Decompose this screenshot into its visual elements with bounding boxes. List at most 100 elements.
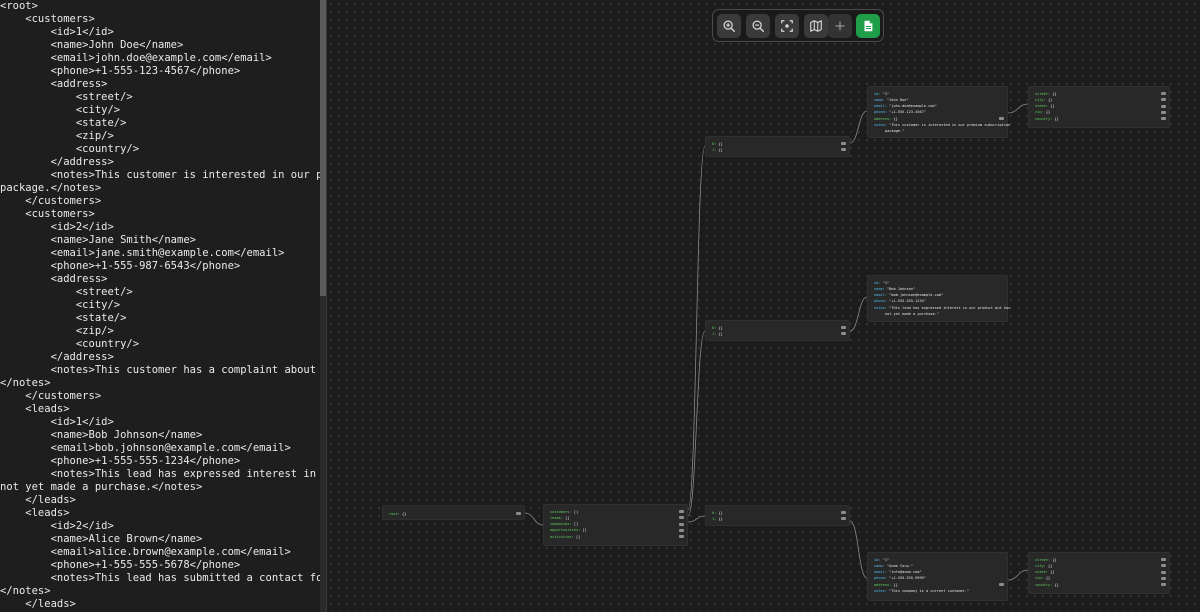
node-customers-array[interactable]: 0: {}1: {} [705,136,850,157]
code-line: <city/> [0,104,121,116]
code-line: <phone>+1-555-555-5678</phone> [0,559,241,571]
expand-toggle-icon[interactable] [679,516,684,520]
focus-icon [781,20,793,32]
graph-edge [1007,569,1029,581]
node-value: {} [718,141,723,146]
node-key: 0 [712,325,715,330]
expand-toggle-icon[interactable] [841,326,846,329]
expand-toggle-icon[interactable] [999,583,1004,587]
node-key: country [1035,116,1051,121]
node-row: 1: {} [712,331,723,336]
code-line: <name>Alice Brown</name> [0,533,203,545]
node-key: email [874,104,885,109]
node-root[interactable]: root: {} [382,505,525,520]
code-line: </address> [0,351,114,363]
node-value: "1" [882,557,890,562]
node-row: companies: [] [550,522,579,527]
add-node-button[interactable] [828,14,852,38]
expand-toggle-icon[interactable] [841,148,846,152]
minimap-button[interactable] [804,14,828,38]
node-lead-1[interactable]: id: "1"name: "Bob Johnson"email: "bob.jo… [867,275,1011,322]
node-key: id [874,280,879,285]
node-key: leads [550,515,561,520]
node-companies-array[interactable]: 0: {}1: {} [705,505,850,526]
node-row: opportunities: [] [550,528,587,533]
node-row: email: "bob.johnson@example.com" [874,293,944,298]
node-row: root: {} [389,511,407,516]
editor-scrollbar-thumb[interactable] [320,0,326,296]
expand-toggle-icon[interactable] [1161,98,1166,102]
expand-toggle-icon[interactable] [679,522,684,526]
zoom-in-button[interactable] [717,14,741,38]
node-company-1-address[interactable]: street: {}city: {}state: {}zip: {}countr… [1028,552,1170,594]
code-line: <address> [0,78,108,90]
export-button[interactable] [856,14,880,38]
node-key: country [1035,582,1051,587]
graph-edge [687,145,706,511]
expand-toggle-icon[interactable] [1161,558,1166,561]
expand-toggle-icon[interactable] [1161,570,1166,574]
panel-resize-divider[interactable] [326,0,327,612]
expand-toggle-icon[interactable] [1161,117,1166,121]
code-line: </leads> [0,598,76,610]
expand-toggle-icon[interactable] [999,117,1004,121]
node-row: street: {} [1035,91,1057,96]
node-row: id: "1" [874,557,890,562]
node-key: activities [550,534,572,539]
graph-edge [849,520,868,579]
graph-edge [687,330,706,517]
graph-canvas[interactable]: root: {}customers: []leads: []companies:… [327,0,1200,612]
code-line: <zip/> [0,130,114,142]
node-company-1[interactable]: id: "1"name: "Acme Corp."email: "info@ac… [867,552,1008,601]
editor-scrollbar-track[interactable] [320,0,326,612]
xml-editor[interactable]: <root> <customers> <id>1</id> <name>John… [0,0,320,612]
expand-toggle-icon[interactable] [1161,92,1166,95]
code-line: <leads> [0,403,70,415]
expand-toggle-icon[interactable] [841,517,846,521]
code-line: <phone>+1-555-987-6543</phone> [0,260,241,272]
code-line: </notes> [0,377,51,389]
node-row: name: "Acme Corp." [874,563,913,568]
expand-toggle-icon[interactable] [1161,110,1166,114]
node-row: state: {} [1035,570,1055,575]
node-root-children[interactable]: customers: []leads: []companies: []oppor… [543,504,688,546]
node-row: notes: "This lead has expressed interest… [874,305,1011,310]
node-value: {} [893,116,898,121]
node-row: notes: "This customer is interested in o… [874,123,1011,127]
code-line: <zip/> [0,325,114,337]
node-value: not yet made a purchase." [885,312,940,316]
node-value: {} [718,516,723,521]
fit-view-button[interactable] [775,14,799,38]
node-key: email [874,570,885,575]
zoom-out-button[interactable] [746,14,770,38]
node-customer-1[interactable]: id: "1"name: "John Doe"email: "john.doe@… [867,86,1011,138]
node-row: customers: [] [550,509,579,514]
expand-toggle-icon[interactable] [1161,576,1166,580]
expand-toggle-icon[interactable] [679,528,684,532]
node-leads-array[interactable]: 0: {}1: {} [705,320,850,341]
expand-toggle-icon[interactable] [679,510,684,513]
node-row: notes: "This company is a current custom… [874,589,970,593]
node-key: opportunities [550,528,579,533]
expand-toggle-icon[interactable] [841,511,846,514]
code-line: <customers> [0,13,95,25]
node-key: name [874,286,883,291]
expand-toggle-icon[interactable] [1161,564,1166,568]
node-value: {} [718,147,723,152]
code-line: <notes>This lead has submitted a contact… [50,572,320,584]
node-row: 0: {} [712,325,723,330]
graph-edge [524,512,544,526]
code-line: <root> [0,0,38,12]
code-line: <leads> [0,507,70,519]
code-line: package.</notes> [0,182,102,194]
expand-toggle-icon[interactable] [841,142,846,145]
expand-toggle-icon[interactable] [841,332,846,336]
expand-toggle-icon[interactable] [1161,104,1166,108]
node-customer-1-address[interactable]: street: {}city: {}state: {}zip: {}countr… [1028,86,1170,128]
expand-toggle-icon[interactable] [679,535,684,539]
code-line: <email>bob.johnson@example.com</email> [0,442,291,454]
expand-toggle-icon[interactable] [1161,583,1166,587]
expand-toggle-icon[interactable] [516,512,521,515]
node-value: {} [1052,557,1057,562]
node-value: [] [575,534,581,539]
